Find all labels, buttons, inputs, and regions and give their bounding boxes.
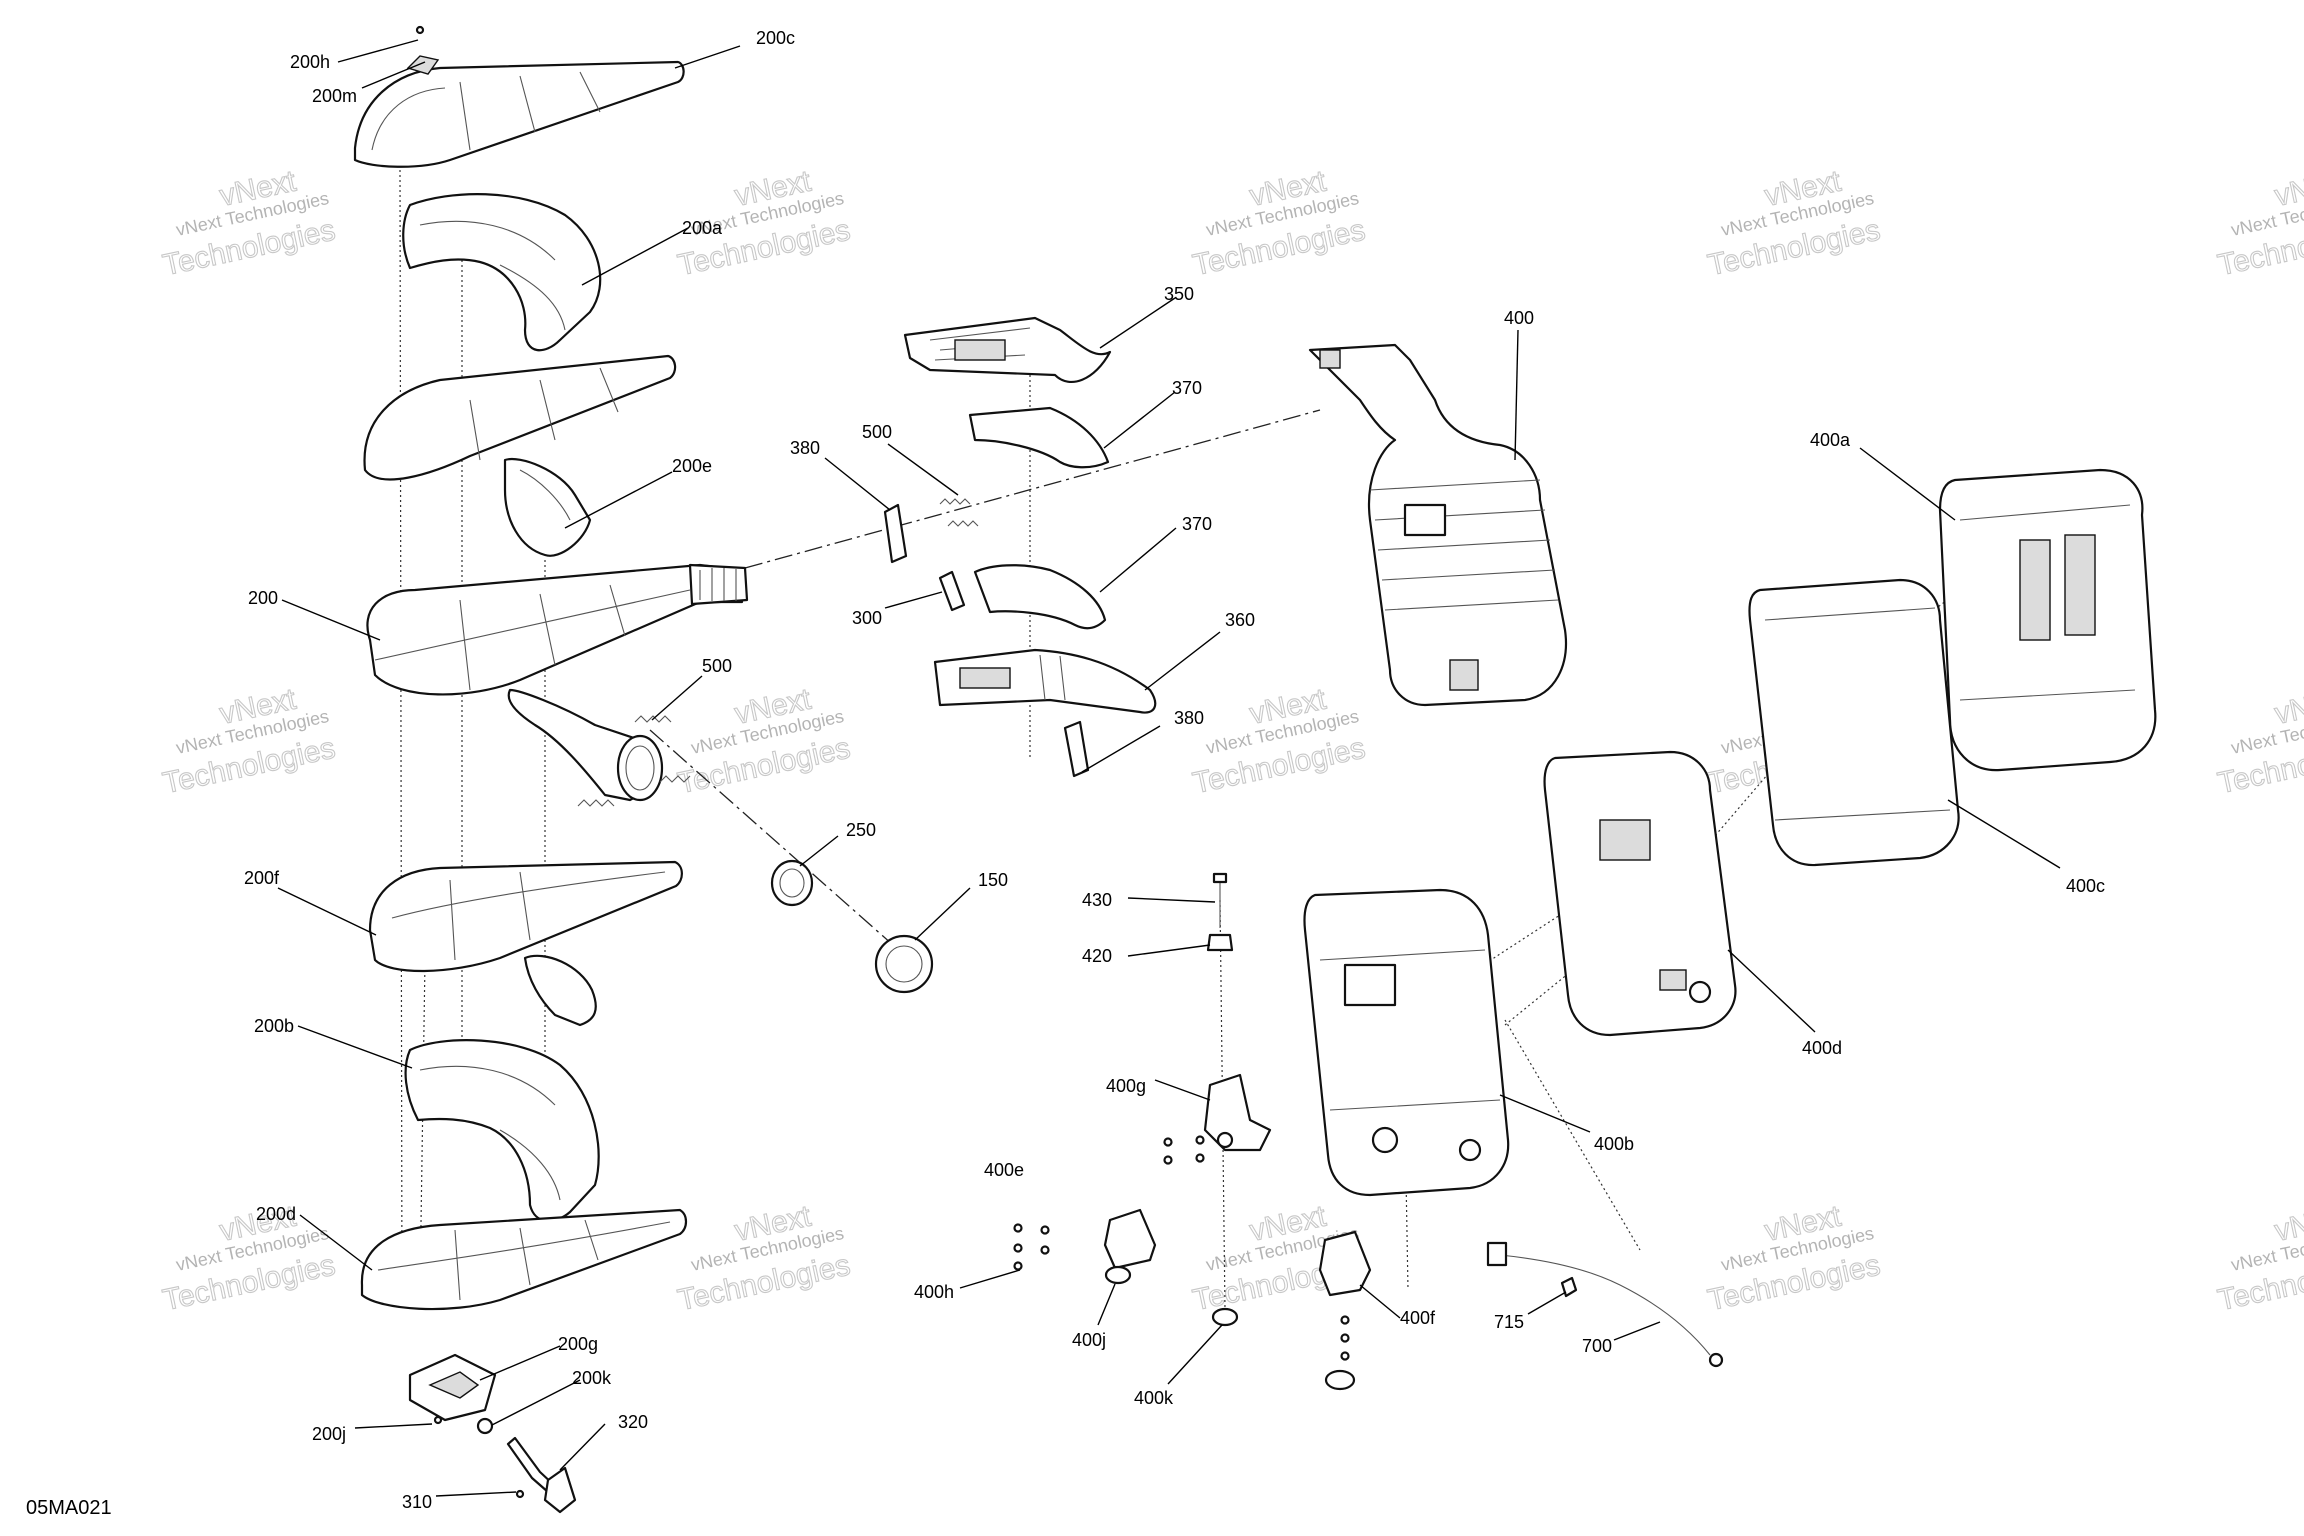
heat-shield-350 [903, 316, 1112, 384]
bracket-400f [1318, 1230, 1372, 1391]
bolt-430 [1212, 872, 1228, 928]
muffler-shell-400b [1303, 888, 1510, 1197]
watermark: vNext Technologies Technologies vNext [674, 1199, 853, 1318]
spring [577, 799, 615, 807]
callout-200d: 200d [256, 1204, 296, 1224]
callout-250: 250 [846, 820, 876, 840]
watermark: vNext Technologies Technologies vNext [2214, 1199, 2304, 1318]
callout-400d: 400d [1802, 1038, 1842, 1058]
watermark: vNext Technologies Technologies vNext [2214, 164, 2304, 283]
diagram-reference-code: 05MA021 [26, 1497, 112, 1519]
callout-310: 310 [402, 1492, 432, 1512]
bracket-200g [408, 1353, 497, 1435]
callout-200b: 200b [254, 1016, 294, 1036]
sensor-cable-700 [1486, 1241, 1724, 1368]
sleeve-300 [938, 570, 966, 612]
callout-150: 150 [978, 870, 1008, 890]
rod-320 [506, 1436, 577, 1514]
grommet-400k [1211, 1307, 1239, 1327]
callout-200k: 200k [572, 1368, 612, 1388]
callout-320: 320 [618, 1412, 648, 1432]
spring [659, 775, 691, 783]
bracket-380-upper [883, 503, 908, 564]
callout-400j: 400j [1072, 1330, 1106, 1350]
pipe-360 [933, 648, 1157, 714]
callout-200m: 200m [312, 86, 357, 106]
svg-text:vNext: vNext [2272, 165, 2304, 213]
callout-400c: 400c [2066, 876, 2105, 896]
callout-360: 360 [1225, 610, 1255, 630]
callout-380-lower: 380 [1174, 708, 1204, 728]
callout-200f: 200f [244, 868, 280, 888]
watermark: vNext Technologies Technologies vNext [1189, 682, 1368, 801]
heat-shield-200e [363, 354, 677, 557]
watermark: vNext Technologies Technologies vNext [159, 164, 338, 283]
callout-200g: 200g [558, 1334, 598, 1354]
svg-text:vNext: vNext [2272, 1200, 2304, 1248]
muffler-200 [366, 563, 749, 802]
callout-200e: 200e [672, 456, 712, 476]
shield-370-lower [973, 564, 1107, 630]
callout-400e: 400e [984, 1160, 1024, 1180]
heat-shield-200a [402, 193, 602, 352]
heat-shield-upper-200c [353, 25, 685, 168]
bolt-set [1013, 1135, 1350, 1361]
watermark: vNext Technologies Technologies vNext [159, 682, 338, 801]
callout-400g: 400g [1106, 1076, 1146, 1096]
callout-350: 350 [1164, 284, 1194, 304]
grommet-400j [1104, 1265, 1132, 1285]
watermark: vNext Technologies Technologies vNext [674, 682, 853, 801]
callout-700: 700 [1582, 1336, 1612, 1356]
callout-715: 715 [1494, 1312, 1524, 1332]
callout-labels: 200h 200m 200c 200a 200e 200 500 500 380… [26, 28, 2105, 1519]
callout-420: 420 [1082, 946, 1112, 966]
callout-370-upper: 370 [1172, 378, 1202, 398]
heat-shield-200f [368, 860, 683, 1027]
callout-200: 200 [248, 588, 278, 608]
callout-380-upper: 380 [790, 438, 820, 458]
callout-200j: 200j [312, 1424, 346, 1444]
callout-300: 300 [852, 608, 882, 628]
svg-text:vNext: vNext [2272, 683, 2304, 731]
callout-400f: 400f [1400, 1308, 1436, 1328]
watermark: vNext Technologies Technologies vNext [1704, 164, 1883, 283]
callout-400a: 400a [1810, 430, 1851, 450]
watermark: vNext Technologies Technologies vNext [2214, 682, 2304, 801]
heat-shield-200b [404, 1039, 600, 1222]
bracket-400e [1103, 1208, 1157, 1270]
seal-150 [874, 934, 934, 994]
callout-400b: 400b [1594, 1134, 1634, 1154]
leader-lines [277, 39, 2061, 1497]
cover-400d [1543, 750, 1737, 1037]
spring [939, 498, 971, 505]
springs-500 [577, 498, 979, 807]
grommet-420 [1206, 933, 1234, 952]
callout-370-lower: 370 [1182, 514, 1212, 534]
watermark: vNext Technologies Technologies vNext [1704, 1199, 1883, 1318]
heat-shield-lower-200d [360, 1208, 688, 1311]
callout-400: 400 [1504, 308, 1534, 328]
watermark: vNext Technologies Technologies vNext [1189, 164, 1368, 283]
callout-500-left: 500 [702, 656, 732, 676]
callout-200c: 200c [756, 28, 795, 48]
callout-400k: 400k [1134, 1388, 1174, 1408]
callout-200h: 200h [290, 52, 330, 72]
bracket-400g [1203, 1073, 1272, 1152]
callout-430: 430 [1082, 890, 1112, 910]
callout-500-middle: 500 [862, 422, 892, 442]
cover-400c [1748, 578, 1960, 867]
shield-370-upper [968, 406, 1110, 469]
cover-400a [1938, 468, 2157, 772]
spring [634, 715, 672, 723]
watermark: vNext Technologies Technologies vNext [159, 1199, 338, 1318]
bracket-380-lower [1063, 720, 1090, 778]
spring [947, 520, 979, 527]
callout-200a: 200a [682, 218, 723, 238]
seal-250 [770, 859, 814, 907]
muffler-400 [1308, 343, 1568, 707]
callout-400h: 400h [914, 1282, 954, 1302]
